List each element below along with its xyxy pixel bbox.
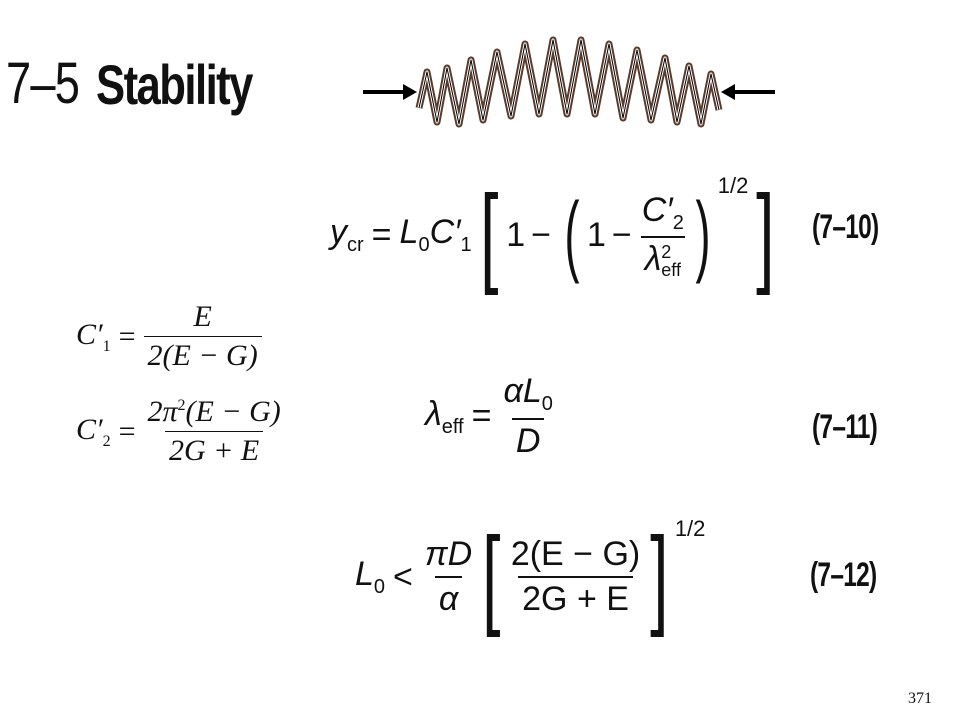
page-number: 371 bbox=[908, 690, 932, 707]
force-arrow-right-icon bbox=[363, 84, 417, 100]
eq-7-10-c1: C′1 bbox=[429, 213, 472, 256]
eq-7-10-exponent: 1/2 bbox=[717, 173, 749, 198]
spring-coil bbox=[415, 36, 723, 128]
section-title: Stability bbox=[96, 53, 253, 116]
equation-7-11: λeff = αL0 D bbox=[425, 372, 553, 460]
c2-definition: C′2 = 2π2(E − G) 2G + E bbox=[76, 395, 281, 467]
section-number: 7–5 bbox=[6, 51, 80, 116]
compressed-spring-diagram bbox=[363, 36, 775, 128]
eq-7-12-exponent: 1/2 bbox=[674, 516, 706, 541]
force-arrow-left-icon bbox=[721, 84, 775, 100]
equation-number-7-11: (7–11) bbox=[812, 408, 878, 446]
c1-definition: C′1 = E 2(E − G) bbox=[76, 300, 262, 373]
eq-7-10-lhs: ycr bbox=[330, 213, 364, 256]
eq-7-10-L0: L0 bbox=[399, 213, 430, 256]
equation-number-7-10: (7–10) bbox=[812, 208, 879, 246]
equation-number-7-12: (7–12) bbox=[810, 556, 877, 594]
equation-7-12: L0 < πD α [ 2(E − G) 2G + E ] 1/2 bbox=[355, 515, 706, 638]
